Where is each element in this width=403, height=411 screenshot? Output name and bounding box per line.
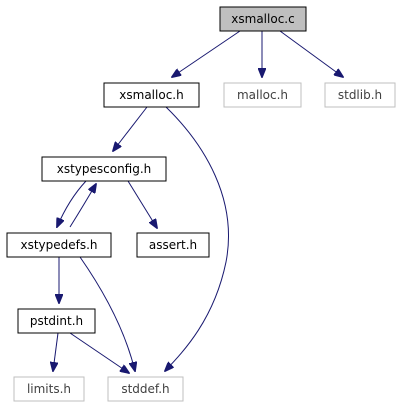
node-box [107, 376, 184, 402]
node-label: assert.h [149, 238, 197, 252]
node-label: xstypesconfig.h [57, 162, 152, 176]
edge-xsmalloc-h-to-xstypesconfig-h [113, 106, 148, 151]
edge-pstdint-h-to-limits-h [53, 332, 59, 371]
node-malloc-h: malloc.h [223, 82, 302, 108]
node-box [103, 82, 200, 108]
node-label: xsmalloc.h [119, 88, 183, 102]
node-stddef-h: stddef.h [107, 376, 184, 402]
node-xstypedefs-h[interactable]: xstypedefs.h [6, 232, 112, 258]
node-assert-h[interactable]: assert.h [136, 232, 210, 258]
node-pstdint-h[interactable]: pstdint.h [17, 308, 96, 334]
edge-xstypesconfig-h-to-xstypedefs-h [57, 180, 87, 227]
node-box [223, 82, 302, 108]
node-xstypesconfig-h[interactable]: xstypesconfig.h [41, 156, 167, 182]
node-xsmalloc-c: xsmalloc.c [219, 6, 307, 32]
node-box [6, 232, 112, 258]
edge-xsmalloc-c-to-stdlib-h [279, 30, 343, 77]
edge-xstypesconfig-h-to-assert-h [127, 180, 157, 228]
node-label: xsmalloc.c [231, 12, 294, 26]
node-stdlib-h: stdlib.h [324, 82, 396, 108]
node-label: xstypedefs.h [20, 238, 97, 252]
edges [53, 30, 343, 373]
edge-xsmalloc-c-to-xsmalloc-h [172, 30, 241, 77]
edge-pstdint-h-to-stddef-h [69, 332, 129, 373]
node-label: stddef.h [121, 382, 169, 396]
node-label: pstdint.h [30, 314, 83, 328]
node-limits-h: limits.h [13, 376, 85, 402]
node-label: malloc.h [237, 88, 288, 102]
node-box [136, 232, 210, 258]
node-box [17, 308, 96, 334]
node-xsmalloc-h[interactable]: xsmalloc.h [103, 82, 200, 108]
node-box [324, 82, 396, 108]
edge-xstypedefs-h-to-xstypesconfig-h [69, 184, 96, 228]
edge-xsmalloc-h-to-stddef-h [165, 106, 230, 371]
node-label: stdlib.h [338, 88, 382, 102]
edge-xstypedefs-h-to-stddef-h [79, 256, 135, 371]
node-label: limits.h [27, 382, 71, 396]
node-box [13, 376, 85, 402]
node-box [219, 6, 307, 32]
node-box [41, 156, 167, 182]
